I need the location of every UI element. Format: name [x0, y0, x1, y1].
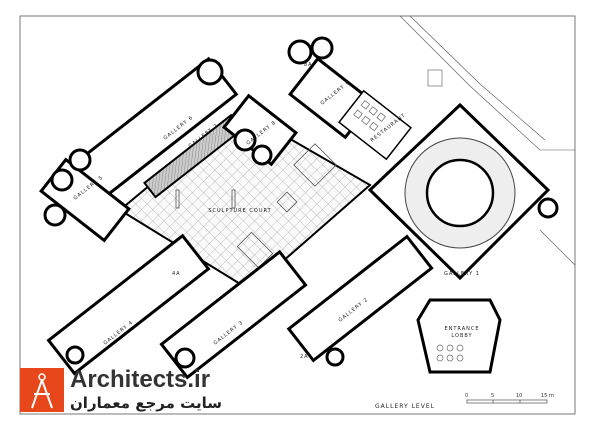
- scale-tick-10: 10: [516, 393, 523, 399]
- gallery-2: [286, 234, 434, 363]
- court-features: [175, 143, 337, 269]
- label-entrance-2: LOBBY: [451, 333, 472, 339]
- gallery-1: [367, 102, 559, 281]
- entrance-lobby: [416, 298, 502, 374]
- gallery-3: [159, 249, 308, 380]
- scale-tick-5: 5: [491, 393, 495, 399]
- frame-border: [19, 15, 576, 415]
- scale-tick-15: 15 m: [541, 393, 554, 399]
- label-entrance-1: ENTRANCE: [444, 326, 479, 332]
- label-gallery-1: GALLERY 1: [444, 271, 480, 277]
- plan-title: GALLERY LEVEL: [375, 403, 435, 410]
- scale-bar: [466, 399, 548, 404]
- label-gallery-8a: 8A: [304, 62, 313, 68]
- watermark-title: Architects.ir: [70, 366, 211, 393]
- label-gallery-4a: 4A: [172, 271, 181, 277]
- restaurant: [337, 89, 413, 161]
- compass-icon: [31, 373, 53, 409]
- watermark-logo: [20, 368, 64, 412]
- site-boundary: [399, 15, 576, 266]
- stair-2: [325, 347, 345, 367]
- watermark-subtitle: سایت مرجع معماران: [70, 394, 223, 412]
- gallery-6-apse: [196, 58, 224, 86]
- scale-tick-0: 0: [465, 393, 469, 399]
- label-gallery-2a: 2A: [300, 354, 309, 360]
- label-sculpture-court: SCULPTURE COURT: [208, 208, 271, 214]
- gallery-4: [46, 233, 211, 376]
